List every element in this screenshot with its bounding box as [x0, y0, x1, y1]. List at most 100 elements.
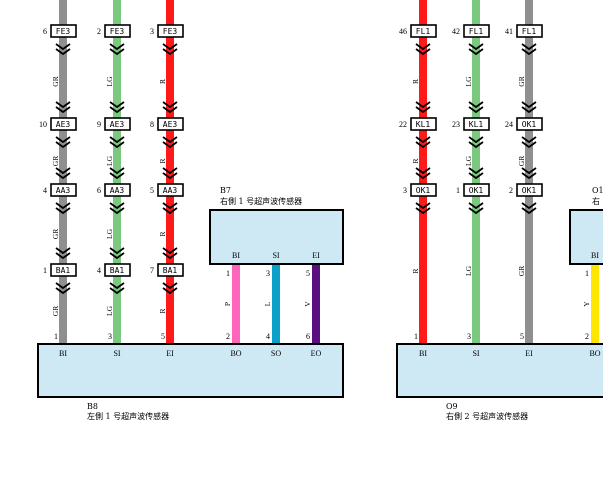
connector-pin: 24	[505, 120, 513, 129]
sensor-wire: 12P	[223, 264, 240, 344]
chevron-icon	[55, 101, 71, 109]
connector-label: AE3	[56, 120, 71, 129]
chevron-icon	[109, 48, 125, 56]
connector-pin: 1	[456, 186, 460, 195]
sensor-wire: 34L	[263, 264, 280, 344]
wire-color-code: R	[411, 158, 420, 163]
connector-pin: 46	[399, 27, 407, 36]
chevron-icon	[415, 106, 431, 114]
sensor-wire-bottom-pin: 4	[266, 332, 270, 341]
chevron-icon	[109, 167, 125, 175]
sensor-b7-pin-si: SI	[272, 251, 279, 260]
chevron-icon	[521, 101, 537, 109]
connector-label: OK1	[522, 186, 537, 195]
connector-pin: 5	[150, 186, 154, 195]
connector	[516, 117, 543, 131]
bottom-pin: 1	[414, 332, 418, 341]
connector	[157, 183, 184, 197]
chevron-icon	[55, 247, 71, 255]
chevron-icon	[55, 141, 71, 149]
chevron-icon	[162, 136, 178, 144]
connector	[50, 263, 77, 277]
chevron-icon	[109, 202, 125, 210]
sensor-o10-id: O10	[592, 186, 603, 195]
sensor-wire-bottom-pin: 2	[226, 332, 230, 341]
connector	[410, 24, 437, 38]
connector-label: AA3	[56, 186, 71, 195]
wire-color-code: LG	[105, 155, 114, 166]
sensor-o10-body	[569, 209, 603, 265]
module-o9: O9 右側 2 号超声波传感器	[396, 343, 603, 421]
connector-label: KL1	[469, 120, 484, 129]
chevron-icon	[162, 106, 178, 114]
connector-pin: 9	[97, 120, 101, 129]
chevron-icon	[109, 282, 125, 290]
sensor-b7-body	[209, 209, 344, 265]
connector	[50, 117, 77, 131]
sensor-wire-top-pin: 5	[306, 269, 310, 278]
chevron-icon	[109, 252, 125, 260]
module-o9-id: O9	[446, 402, 458, 411]
connector-label: BA1	[163, 266, 178, 275]
wire-color-code: LG	[105, 76, 114, 87]
chevron-icon	[162, 252, 178, 260]
connector	[104, 117, 131, 131]
connector-label: FE3	[110, 27, 125, 36]
wire-color-code: R	[158, 158, 167, 163]
wire-color-code: GR	[51, 306, 60, 316]
connector-label: BA1	[56, 266, 71, 275]
chevron-icon	[162, 207, 178, 215]
connector	[157, 263, 184, 277]
connector	[157, 117, 184, 131]
bottom-pin: 3	[467, 332, 471, 341]
chevron-icon	[55, 172, 71, 180]
chevron-icon	[415, 48, 431, 56]
connector-pin: 4	[43, 186, 47, 195]
connector-pin: 7	[150, 266, 154, 275]
chevron-icon	[521, 207, 537, 215]
sensor-wire-bottom-pin: 6	[306, 332, 310, 341]
module-pin-label: EO	[311, 349, 322, 358]
chevron-icon	[521, 136, 537, 144]
sensor-o10-name: 右	[592, 196, 600, 206]
connector	[104, 263, 131, 277]
wire-color-code: LG	[105, 305, 114, 316]
module-pin-label: BI	[59, 349, 67, 358]
chevron-icon	[109, 136, 125, 144]
chevron-icon	[55, 43, 71, 51]
chevron-icon	[521, 172, 537, 180]
sensor-b7-id: B7	[220, 186, 231, 195]
connector-label: BA1	[110, 266, 125, 275]
chevron-icon	[468, 167, 484, 175]
connector	[104, 24, 131, 38]
module-pin-label: BI	[419, 349, 427, 358]
wire-color-code: LG	[464, 155, 473, 166]
sensor-wire: 12Y	[582, 264, 599, 344]
chevron-icon	[415, 167, 431, 175]
wire-color-code: GR	[517, 156, 526, 166]
chevron-icon	[162, 172, 178, 180]
chevron-icon	[55, 252, 71, 260]
chevron-icon	[55, 48, 71, 56]
chevron-icon	[162, 43, 178, 51]
connector-pin: 2	[509, 186, 513, 195]
connector-label: OK1	[469, 186, 484, 195]
chevron-icon	[109, 287, 125, 295]
sensor-b7-name: 右側 1 号超声波传感器	[220, 196, 302, 206]
chevron-icon	[162, 282, 178, 290]
sensor-wire-top-pin: 1	[585, 269, 589, 278]
module-pin-label: BO	[230, 349, 241, 358]
connector-label: FE3	[56, 27, 71, 36]
chevron-icon	[109, 101, 125, 109]
chevron-icon	[468, 106, 484, 114]
connector	[463, 117, 490, 131]
connector-label: AE3	[163, 120, 178, 129]
chevron-icon	[162, 202, 178, 210]
module-pin-label: SI	[472, 349, 479, 358]
chevron-icon	[468, 43, 484, 51]
chevron-icon	[55, 207, 71, 215]
chevron-icon	[162, 247, 178, 255]
